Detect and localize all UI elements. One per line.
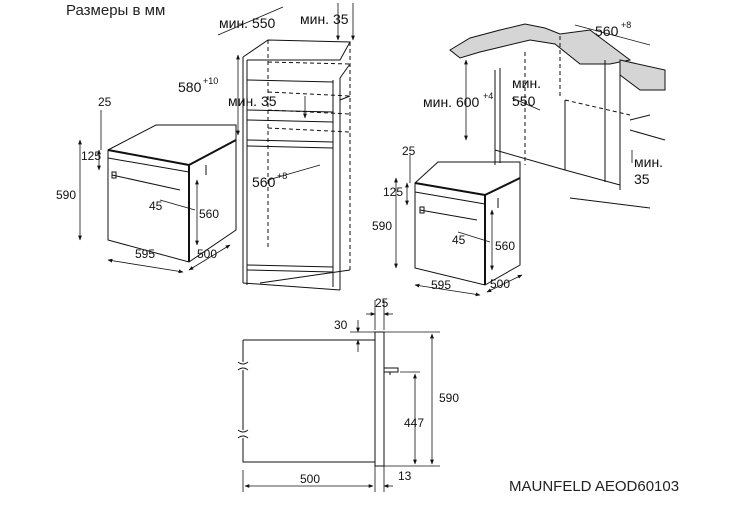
dim-right-125: 125: [383, 185, 403, 199]
page-title: Размеры в мм: [66, 2, 166, 19]
dim-side-30: 30: [334, 318, 348, 332]
dim-tall-min-550: мин. 550: [219, 15, 276, 31]
dim-tall-560-tol: +8: [277, 171, 287, 181]
dim-left-590: 590: [56, 188, 76, 202]
dim-tall-min-35-top: мин. 35: [300, 11, 349, 27]
oven-left: [78, 110, 237, 274]
dim-counter-560-tol: +8: [621, 20, 631, 30]
dim-side-500: 500: [300, 472, 320, 486]
dim-left-595: 595: [135, 247, 155, 261]
tall-cabinet: [217, 3, 355, 291]
dim-right-25: 25: [402, 144, 416, 158]
dim-right-560: 560: [495, 239, 515, 253]
dim-right-595: 595: [431, 278, 451, 292]
dim-side-447: 447: [404, 416, 424, 430]
dim-tall-min-35-mid: мин. 35: [228, 93, 277, 109]
model-label: MAUNFELD AEOD60103: [509, 478, 680, 495]
oven-right: [394, 155, 523, 297]
dim-counter-min-550-b: 550: [512, 93, 536, 109]
dim-left-25: 25: [98, 95, 112, 109]
dim-left-560: 560: [199, 207, 219, 221]
side-view: [237, 300, 440, 492]
dim-left-45: 45: [149, 199, 163, 213]
counter-installation: [449, 23, 666, 209]
dim-counter-560: 560: [595, 23, 619, 39]
dim-right-500: 500: [490, 277, 510, 291]
dim-tall-580-tol: +10: [203, 76, 218, 86]
dim-right-45: 45: [452, 233, 466, 247]
dim-left-500: 500: [197, 247, 217, 261]
dim-tall-560: 560: [252, 174, 276, 190]
dim-right-590: 590: [372, 219, 392, 233]
dim-tall-580: 580: [178, 79, 202, 95]
dim-counter-min-600: мин. 600: [423, 94, 480, 110]
dim-counter-min-35-b: 35: [634, 171, 650, 187]
dim-side-25: 25: [375, 296, 389, 310]
dim-counter-min-550-a: мин.: [512, 75, 541, 91]
dim-counter-min-35-a: мин.: [634, 154, 663, 170]
dim-side-590: 590: [439, 391, 459, 405]
dim-counter-min-600-tol: +4: [483, 91, 493, 101]
dim-side-13: 13: [398, 469, 412, 483]
dim-left-125: 125: [81, 149, 101, 163]
